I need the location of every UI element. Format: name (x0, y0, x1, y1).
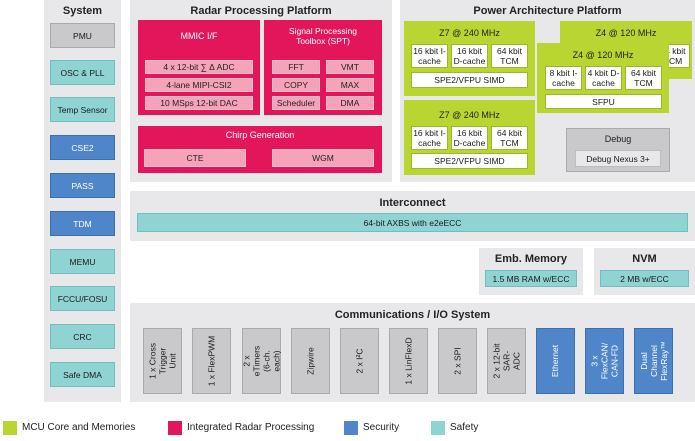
comms-flexray: Dual Channel FlexRay™ (634, 328, 673, 394)
z7-1-icache: 16 kbit I-cache (411, 44, 448, 68)
power-panel: Power Architecture Platform Z7 @ 240 MHz… (400, 0, 695, 182)
system-item-tdm: TDM (50, 211, 115, 236)
chirp-cte: CTE (144, 149, 246, 167)
legend-label-mcu: MCU Core and Memories (22, 422, 136, 433)
system-panel: System PMU OSC & PLL Temp Sensor CSE2 PA… (44, 0, 121, 402)
z4-front-title: Z4 @ 120 MHz (572, 50, 634, 60)
system-item-fccu-fosu: FCCU/FOSU (50, 286, 115, 311)
spt-max: MAX (326, 78, 374, 92)
comms-cross-trigger-unit: 1 x Cross Trigger Unit (143, 328, 182, 394)
interconnect-title: Interconnect (379, 197, 446, 209)
emb-memory-panel: Emb. Memory 1.5 MB RAM w/ECC (479, 248, 583, 295)
z4-core-front: Z4 @ 120 MHz 8 kbit I-cache 4 kbit D-cac… (537, 43, 669, 113)
nvm-flash: 2 MB w/ECC (600, 270, 689, 287)
mmic-mipi: 4-lane MIPI-CSI2 (145, 78, 253, 92)
chirp-wgm: WGM (272, 149, 374, 167)
interconnect-panel: Interconnect 64-bit AXBS with e2eECC (130, 191, 695, 241)
system-item-osc-pll: OSC & PLL (50, 60, 115, 85)
comms-spi: 2 x SPI (438, 328, 477, 394)
legend-swatch-mcu (3, 421, 17, 435)
system-item-crc: CRC (50, 324, 115, 349)
mmic-adc: 4 x 12-bit ∑ Δ ADC (145, 60, 253, 74)
z7-2-simd: SPE2/VFPU SIMD (411, 153, 528, 169)
z4-front-icache: 8 kbit I-cache (545, 66, 582, 90)
spt-dma: DMA (326, 96, 374, 110)
system-item-memu: MEMU (50, 249, 115, 274)
legend-swatch-radar (168, 421, 182, 435)
comms-zipwire: Zipwire (291, 328, 330, 394)
radar-panel: Radar Processing Platform MMIC I/F 4 x 1… (130, 0, 392, 182)
z7-1-title: Z7 @ 240 MHz (439, 28, 500, 38)
legend-label-radar: Integrated Radar Processing (187, 422, 315, 433)
system-item-safe-dma: Safe DMA (50, 362, 115, 387)
nvm-title: NVM (632, 253, 657, 265)
mmic-title: MMIC I/F (180, 31, 218, 41)
comms-ethernet: Ethernet (536, 328, 575, 394)
z7-2-icache: 16 kbit I-cache (411, 126, 448, 150)
z4-back-title: Z4 @ 120 MHz (595, 28, 657, 38)
z7-core-1: Z7 @ 240 MHz 16 kbit I-cache 16 kbit D-c… (404, 21, 535, 96)
z7-1-tcm: 64 kbit TCM (491, 44, 528, 68)
spt-vmt: VMT (326, 60, 374, 74)
system-item-temp-sensor: Temp Sensor (50, 97, 115, 122)
legend-label-security: Security (363, 422, 400, 433)
comms-i2c: 2 x I²C (340, 328, 379, 394)
system-item-pass: PASS (50, 173, 115, 198)
z7-core-2: Z7 @ 240 MHz 16 kbit I-cache 16 kbit D-c… (404, 100, 535, 175)
legend-label-safety: Safety (450, 422, 479, 433)
system-item-pmu: PMU (50, 23, 115, 48)
z7-2-title: Z7 @ 240 MHz (439, 110, 500, 120)
legend-swatch-safety (431, 421, 445, 435)
z7-2-dcache: 16 kbit D-cache (451, 126, 488, 150)
mmic-dac: 10 MSps 12-bit DAC (145, 96, 253, 110)
system-title: System (62, 5, 103, 17)
z4-front-tcm: 64 kbit TCM (625, 66, 662, 90)
mmic-block: MMIC I/F 4 x 12-bit ∑ Δ ADC 4-lane MIPI-… (138, 20, 260, 115)
debug-nexus: Debug Nexus 3+ (575, 150, 661, 167)
z4-front-dcache: 4 kbit D-cache (585, 66, 622, 90)
debug-block: Debug Debug Nexus 3+ (566, 128, 670, 172)
comms-flexpwm: 1 x FlexPWM (192, 328, 231, 394)
power-title: Power Architecture Platform (473, 5, 622, 17)
z7-1-dcache: 16 kbit D-cache (451, 44, 488, 68)
spt-title: Signal Processing Toolbox (SPT) (288, 26, 358, 46)
comms-sar-adc: 2 x 12-bit SAR-ADC (487, 328, 526, 394)
comms-panel: Communications / I/O System 1 x Cross Tr… (130, 303, 695, 402)
spt-block: Signal Processing Toolbox (SPT) FFT VMT … (264, 20, 382, 115)
spt-copy: COPY (272, 78, 320, 92)
emb-memory-ram: 1.5 MB RAM w/ECC (485, 270, 577, 287)
comms-flexcan: 3 x FlexCAN/ CAN-FD (585, 328, 624, 394)
nvm-panel: NVM 2 MB w/ECC (594, 248, 695, 295)
system-item-cse2: CSE2 (50, 135, 115, 160)
z7-2-tcm: 64 kbit TCM (491, 126, 528, 150)
debug-title: Debug (604, 134, 632, 144)
chirp-title: Chirp Generation (225, 130, 295, 140)
z4-front-sfpu: SFPU (545, 94, 662, 109)
comms-title: Communications / I/O System (334, 309, 491, 321)
chirp-block: Chirp Generation CTE WGM (138, 126, 382, 173)
spt-fft: FFT (272, 60, 320, 74)
spt-scheduler: Scheduler (272, 96, 320, 110)
comms-linflexd: 1 x LinFlexD (389, 328, 428, 394)
emb-memory-title: Emb. Memory (494, 253, 568, 265)
comms-etimers: 2 x eTimers (6-ch. each) (242, 328, 282, 394)
interconnect-bus: 64-bit AXBS with e2eECC (137, 213, 688, 232)
radar-title: Radar Processing Platform (190, 5, 332, 17)
legend-swatch-security (344, 421, 358, 435)
z7-1-simd: SPE2/VFPU SIMD (411, 72, 528, 88)
